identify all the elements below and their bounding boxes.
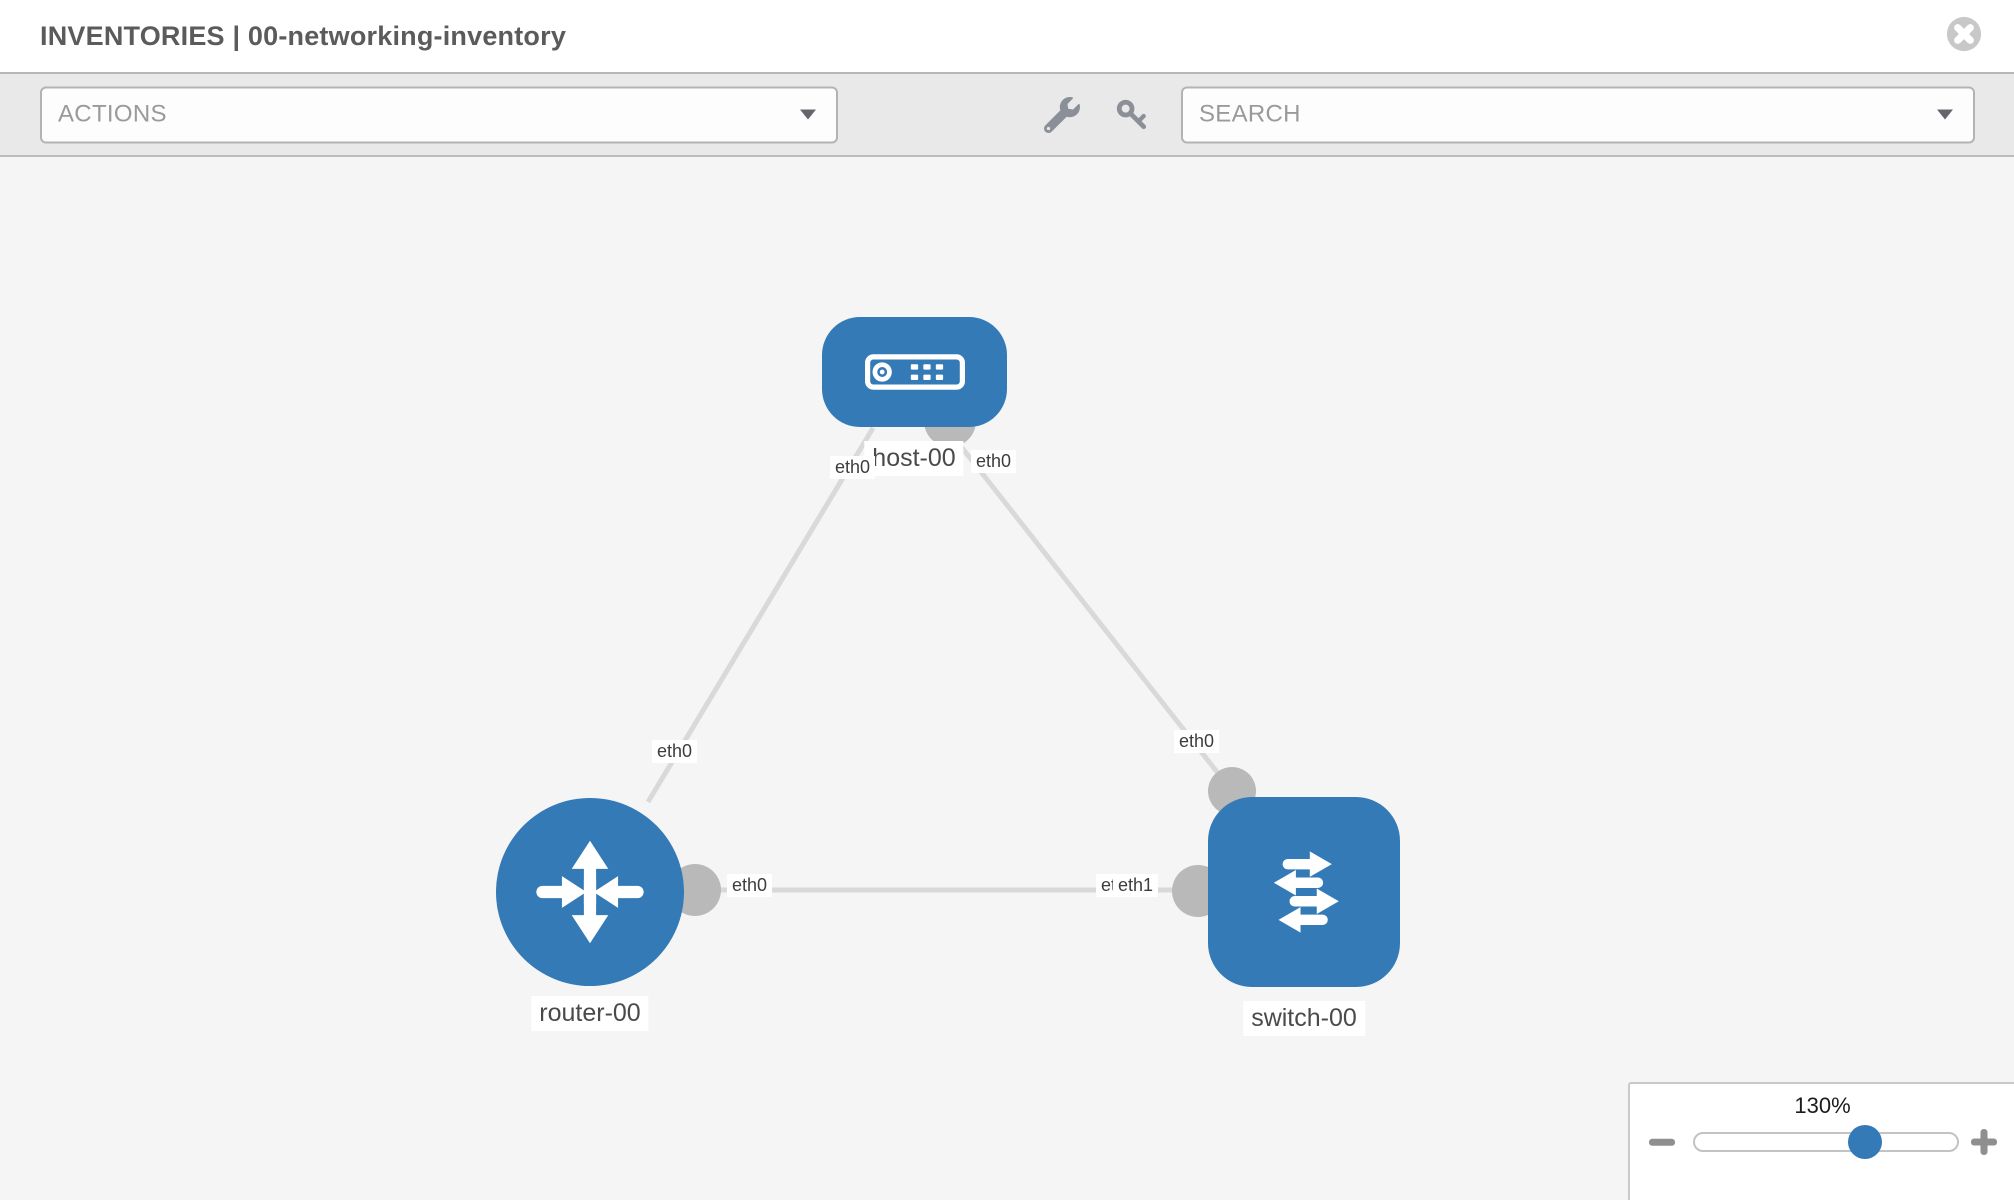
chevron-down-icon xyxy=(800,109,816,120)
interface-label-host-left: eth0 xyxy=(830,456,876,479)
page-title: INVENTORIES | 00-networking-inventory xyxy=(40,21,567,51)
node-switch-00[interactable] xyxy=(1208,797,1400,987)
search-dropdown[interactable]: SEARCH xyxy=(1181,86,1975,143)
wrench-icon xyxy=(1044,96,1080,133)
node-label-switch-00: switch-00 xyxy=(1243,1001,1365,1036)
search-dropdown-label: SEARCH xyxy=(1199,100,1301,128)
interface-label-host-right: eth0 xyxy=(971,450,1017,473)
router-icon xyxy=(536,840,644,944)
interface-label-switch-to-host: eth0 xyxy=(1174,730,1220,753)
zoom-slider-track[interactable] xyxy=(1693,1132,1959,1152)
close-icon xyxy=(1946,16,1982,52)
interface-label-router-to-switch: eth0 xyxy=(727,874,773,897)
node-label-host-00: host-00 xyxy=(864,441,964,476)
zoom-control-panel: 130% xyxy=(1628,1082,2014,1200)
node-router-00[interactable] xyxy=(496,798,684,986)
zoom-out-button[interactable] xyxy=(1647,1127,1677,1157)
topology-canvas[interactable]: host-00 router-00 switch-00 eth0 eth0 et… xyxy=(0,157,2014,1200)
node-label-router-00: router-00 xyxy=(531,996,649,1031)
interface-label-switch-to-router-front: eth1 xyxy=(1113,874,1159,897)
link-host-router[interactable] xyxy=(645,426,876,804)
host-icon xyxy=(864,354,965,390)
minus-icon xyxy=(1649,1138,1675,1146)
chevron-down-icon xyxy=(1937,109,1953,120)
close-button[interactable] xyxy=(1946,16,1982,52)
toolbar: ACTIONS SEARCH xyxy=(0,72,2014,157)
plus-icon xyxy=(1971,1129,1997,1155)
key-icon xyxy=(1116,99,1147,129)
credentials-button[interactable] xyxy=(1112,95,1152,135)
interface-label-router-to-host: eth0 xyxy=(652,740,698,763)
header: INVENTORIES | 00-networking-inventory xyxy=(0,0,2014,72)
zoom-level: 130% xyxy=(1794,1093,1851,1118)
actions-dropdown[interactable]: ACTIONS xyxy=(40,86,838,143)
zoom-slider-thumb[interactable] xyxy=(1848,1125,1882,1159)
node-host-00[interactable] xyxy=(822,317,1007,427)
configure-button[interactable] xyxy=(1042,95,1082,135)
zoom-in-button[interactable] xyxy=(1969,1127,1999,1157)
actions-dropdown-label: ACTIONS xyxy=(58,100,167,128)
switch-icon xyxy=(1273,851,1339,933)
topology-links xyxy=(645,426,1234,893)
